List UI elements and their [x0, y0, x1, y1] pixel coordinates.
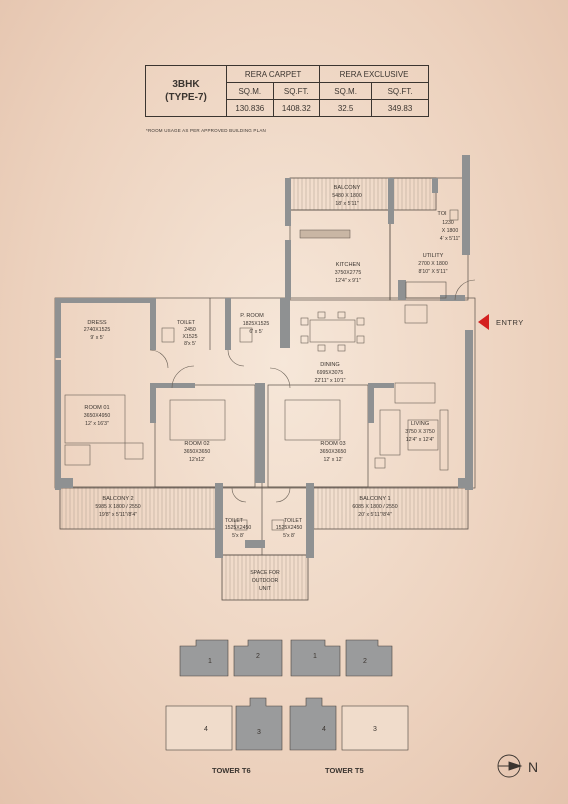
t6-unit-2 — [233, 639, 283, 677]
t5-unit-3 — [341, 705, 409, 751]
exclusive-sqft-value: 349.83 — [371, 99, 429, 117]
doors — [149, 279, 476, 503]
exclusive-sqm-value: 32.5 — [319, 99, 373, 117]
toilet-top-dims1: 1230 — [442, 220, 454, 226]
outdoor-line1: SPACE FOR — [250, 570, 280, 576]
t5-unit-1-label: 1 — [313, 653, 317, 660]
area-table: 3BHK (TYPE-7) RERA CARPET RERA EXCLUSIVE… — [145, 65, 429, 117]
proom-dims: 1825X1525 — [243, 321, 270, 327]
utility-name: UTILITY — [423, 253, 444, 259]
toilet-top-imperial: 4' x 5'11" — [440, 236, 461, 242]
balcony-1-deck — [307, 486, 469, 530]
key-plan-t6-labels: 1 2 3 4 — [204, 653, 261, 736]
dining-dims: 6995X3075 — [317, 370, 344, 376]
toilet-b-name: TOILET — [284, 518, 303, 524]
balcony-2-deck — [59, 486, 223, 530]
outdoor-line3: UNIT — [259, 586, 272, 592]
t5-unit-2 — [345, 639, 393, 677]
toilet-dress-name: TOILET — [177, 320, 196, 326]
walls — [55, 155, 473, 558]
living-dims: 3750 X 3750 — [405, 429, 435, 435]
toilet-a-dims: 1525X2450 — [225, 525, 252, 531]
compass-north-label: N — [528, 759, 539, 775]
tower-t6-label: TOWER T6 — [212, 766, 251, 775]
outdoor-line2: OUTDOOR — [252, 578, 279, 584]
room01-dims: 3650X4950 — [84, 413, 111, 419]
proom-name: P. ROOM — [240, 313, 264, 319]
balcony1-name: BALCONY 1 — [359, 496, 390, 502]
toilet-dress-imperial: 8'x 5' — [184, 341, 196, 347]
balcony-top-dims: 5480 X 1800 — [332, 193, 362, 199]
t6-unit-4-label: 4 — [204, 726, 208, 733]
t6-unit-1-label: 1 — [208, 658, 212, 665]
balcony-top-name: BALCONY — [334, 185, 361, 191]
unit-subtype: (TYPE-7) — [165, 92, 207, 103]
t6-unit-4 — [165, 705, 233, 751]
room02-imperial: 12'x12' — [189, 457, 205, 463]
utility-counter — [405, 281, 447, 299]
tower-t5-label: TOWER T5 — [325, 766, 364, 775]
t6-unit-2-label: 2 — [256, 653, 260, 660]
utility-imperial: 8'10" X 5'11" — [419, 269, 448, 275]
room02-name: ROOM 02 — [184, 441, 209, 447]
room03-imperial: 12' x 12' — [324, 457, 343, 463]
toilet-top-name: TOI — [437, 211, 447, 217]
dress-imperial: 9' x 5' — [90, 335, 103, 341]
furniture — [64, 209, 459, 531]
living-name: LIVING — [411, 421, 429, 427]
room02-dims: 3650X3650 — [184, 449, 211, 455]
toilet-dress-dims2: X1525 — [182, 334, 197, 340]
room03-dims: 3650X3650 — [320, 449, 347, 455]
balcony-top-deck — [289, 177, 437, 211]
toilet-a-imperial: 5'x 8' — [232, 533, 244, 539]
proom-imperial: 6' x 5' — [249, 329, 262, 335]
toilet-b-dims: 1525X2450 — [276, 525, 303, 531]
key-plan-t5-labels: 1 2 4 3 — [313, 653, 377, 733]
unit-type-cell: 3BHK (TYPE-7) — [145, 65, 227, 117]
entry-label: ENTRY — [496, 318, 524, 327]
kitchen-dims: 3750X2775 — [335, 270, 362, 276]
t6-unit-3-label: 3 — [257, 729, 261, 736]
room01-name: ROOM 01 — [84, 405, 109, 411]
balcony1-dims: 6085 X 1800 / 2550 — [352, 504, 397, 510]
t5-unit-4 — [289, 697, 337, 751]
outdoor-unit-deck — [221, 554, 309, 601]
toilet-dress-dims1: 2450 — [184, 327, 196, 333]
key-plan-tower-t5 — [289, 639, 409, 751]
t6-unit-3 — [235, 697, 283, 751]
room03-name: ROOM 03 — [320, 441, 345, 447]
room01-imperial: 12' x 16'3" — [85, 421, 109, 427]
kitchen-name: KITCHEN — [336, 262, 361, 268]
t5-unit-1 — [290, 639, 341, 677]
toilet-a-name: TOILET — [225, 518, 244, 524]
t5-unit-2-label: 2 — [363, 658, 367, 665]
toilet-top-dims2: X 1800 — [442, 228, 459, 234]
t5-unit-4-label: 4 — [322, 726, 326, 733]
balcony2-name: BALCONY 2 — [102, 496, 133, 502]
north-compass-icon — [497, 754, 523, 778]
t5-unit-3-label: 3 — [373, 726, 377, 733]
kitchen-imperial: 12'4" x 9'1" — [335, 278, 361, 284]
dining-name: DINING — [320, 362, 340, 368]
balcony1-imperial: 20' x 5'11"/8'4" — [358, 512, 392, 518]
balcony-top-imperial: 18' x 5'11" — [335, 201, 358, 207]
unit-type: 3BHK — [172, 79, 200, 90]
entry-arrow-icon — [478, 314, 489, 330]
utility-dims: 2700 X 1800 — [418, 261, 448, 267]
key-plan-tower-t6 — [165, 639, 283, 751]
balcony2-dims: 5985 X 1800 / 2550 — [95, 504, 140, 510]
dress-dims: 2740X1525 — [84, 327, 111, 333]
room-usage-note: *ROOM USAGE AS PER APPROVED BUILDING PLA… — [146, 128, 266, 133]
t6-unit-1 — [179, 639, 229, 677]
dining-imperial: 22'11" x 10'1" — [315, 378, 346, 384]
balcony2-imperial: 19'8" x 5'11"/8'4" — [99, 512, 137, 518]
living-imperial: 12'4" x 12'4" — [406, 437, 435, 443]
kitchen-counter — [299, 229, 351, 239]
carpet-sqm-value: 130.836 — [226, 99, 274, 117]
toilet-b-imperial: 5'x 8' — [283, 533, 295, 539]
dress-name: DRESS — [87, 320, 107, 326]
